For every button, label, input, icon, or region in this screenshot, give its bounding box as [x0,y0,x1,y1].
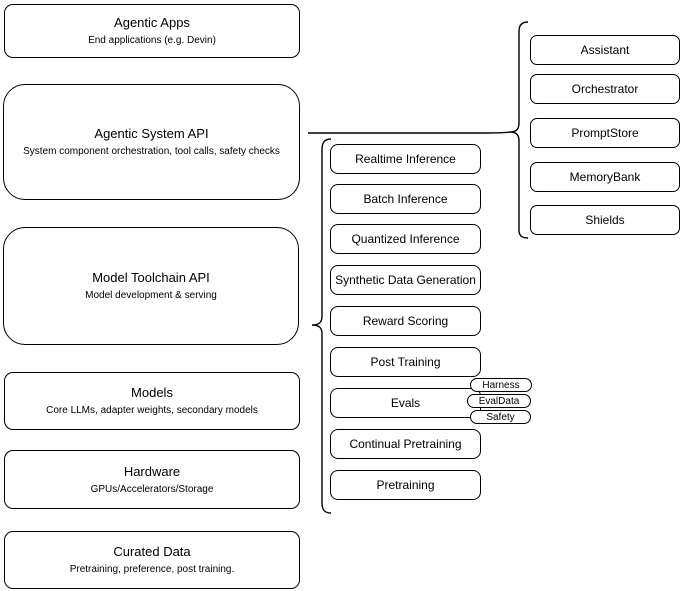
system-component-memorybank: MemoryBank [530,162,680,192]
toolchain-group-brace [311,138,332,514]
system-component-assistant: Assistant [530,35,680,65]
system-components-brace [510,21,529,239]
toolchain-item-realtime-inference: Realtime Inference [330,144,481,174]
layer-title: Agentic System API [94,126,209,141]
layer-title: Hardware [123,463,181,479]
toolchain-item-evals: Evals [330,388,481,418]
toolchain-item-quantized-inference: Quantized Inference [330,224,481,254]
layer-box-model-toolchain-api: Model Toolchain API Model development & … [3,227,299,345]
layer-subtitle: End applications (e.g. Devin) [88,35,216,46]
layer-box-agentic-apps: Agentic Apps End applications (e.g. Devi… [4,4,300,58]
layer-box-hardware: Hardware GPUs/Accelerators/Storage [4,450,300,509]
layer-subtitle: GPUs/Accelerators/Storage [90,483,214,495]
toolchain-item-post-training: Post Training [330,347,481,377]
eval-tag-evaldata: EvalData [467,394,531,408]
layer-subtitle: System component orchestration, tool cal… [23,146,280,157]
system-component-promptstore: PromptStore [530,118,680,148]
eval-tag-safety: Safety [470,410,531,424]
layer-subtitle: Pretraining, preference, post training. [69,564,235,575]
layer-title: Curated Data [113,544,191,559]
layer-title: Model Toolchain API [92,270,210,285]
toolchain-item-continual-pretraining: Continual Pretraining [330,429,481,459]
layer-box-agentic-system-api: Agentic System API System component orch… [3,84,300,200]
toolchain-item-reward-scoring: Reward Scoring [330,306,481,336]
toolchain-item-synthetic-data-generation: Synthetic Data Generation [330,265,481,295]
system-component-shields: Shields [530,205,680,235]
layer-title: Models [131,385,173,400]
layer-title: Agentic Apps [114,15,190,30]
layer-subtitle: Model development & serving [85,290,217,301]
toolchain-item-batch-inference: Batch Inference [330,184,481,214]
layer-subtitle: Core LLMs, adapter weights, secondary mo… [46,405,258,416]
system-api-connector-line [308,131,512,134]
layer-box-curated-data: Curated Data Pretraining, preference, po… [4,531,300,589]
system-component-orchestrator: Orchestrator [530,74,680,104]
toolchain-item-pretraining: Pretraining [330,470,481,500]
eval-tag-harness: Harness [470,378,532,392]
layer-box-models: Models Core LLMs, adapter weights, secon… [4,372,300,430]
